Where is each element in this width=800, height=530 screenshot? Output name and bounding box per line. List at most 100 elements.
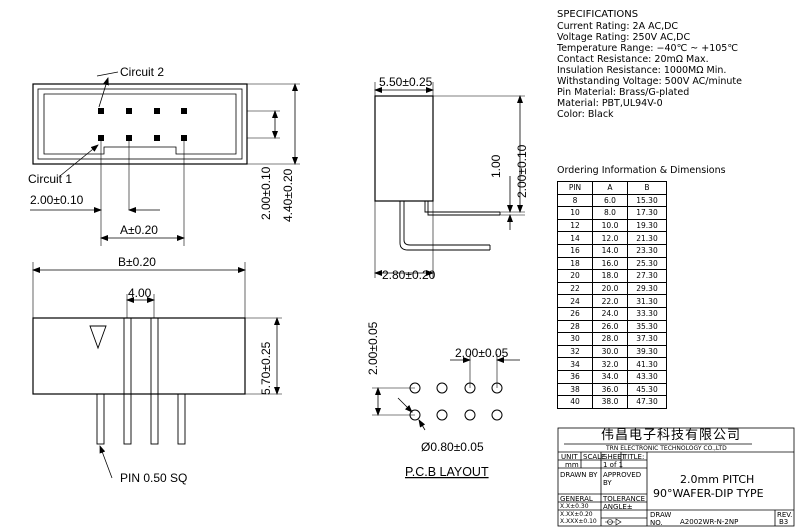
drawing-title-line-1: 2.0mm PITCH (680, 473, 755, 486)
table-cell: 10.0 (592, 218, 628, 233)
pcb-pitch-dimension: 2.00±0.05 (455, 346, 509, 360)
pcb-row-dimension: 2.00±0.05 (366, 321, 380, 375)
table-cell: 38.0 (592, 395, 628, 409)
ordering-title: Ordering Information & Dimensions (557, 165, 726, 176)
general-label: GENERAL (560, 495, 593, 503)
title-block-grid (557, 427, 795, 527)
table-cell: 29.30 (627, 281, 667, 296)
table-header-row: PIN A B (557, 181, 667, 195)
table-cell: 28.0 (592, 332, 628, 346)
table-cell: 15.30 (627, 193, 667, 208)
table-cell: 25.30 (627, 256, 667, 271)
top-view (30, 71, 300, 246)
circuit-2-label: Circuit 2 (120, 65, 164, 79)
table-cell: 40 (557, 395, 593, 409)
spec-line: Current Rating: 2A AC,DC (557, 21, 679, 32)
table-cell: 47.30 (627, 395, 667, 409)
table-cell: 34.0 (592, 369, 628, 384)
sheet-value: 1 of 1 (603, 461, 624, 469)
table-cell: 27.30 (627, 269, 667, 283)
table-cell: 24 (557, 294, 593, 308)
table-cell: 26.0 (592, 319, 628, 334)
table-cell: 14 (557, 231, 593, 245)
pcb-hole-dimension: Ø0.80±0.05 (421, 440, 484, 454)
pitch-dimension: 2.00±0.10 (30, 193, 84, 207)
specifications-block: SPECIFICATIONS Current Rating: 2A AC,DC … (557, 9, 742, 120)
table-cell: 20.0 (592, 281, 628, 296)
table-cell: 14.0 (592, 243, 628, 258)
front-view (32, 262, 282, 479)
unit-label: UNIT (561, 453, 578, 461)
table-cell: 21.30 (627, 231, 667, 245)
dimension-a: A±0.20 (120, 223, 158, 237)
table-cell: 16.0 (592, 256, 628, 271)
pcb-layout (372, 354, 520, 431)
table-cell: 18 (557, 256, 593, 271)
sheet-label: SHEET (603, 453, 626, 461)
spec-line: Voltage Rating: 250V AC,DC (557, 32, 691, 43)
table-cell: 26 (557, 306, 593, 321)
spec-line: Contact Resistance: 20mΩ Max. (557, 54, 709, 65)
table-cell: 17.30 (627, 206, 667, 220)
specifications-title: SPECIFICATIONS (557, 9, 639, 20)
dimension-b: B±0.20 (118, 255, 156, 269)
spec-line: Material: PBT,UL94V-0 (557, 98, 663, 109)
drawing-title-line-2: 90°WAFER-DIP TYPE (653, 487, 764, 500)
spec-line: Temperature Range: −40℃ ~ +105℃ (557, 43, 739, 54)
table-cell: 33.30 (627, 306, 667, 321)
spec-line: Withstanding Voltage: 500V AC/minute (557, 76, 743, 87)
tail-dimension: 2.80±0.20 (382, 268, 436, 282)
table-cell: 24.0 (592, 306, 628, 321)
table-cell: 8.0 (592, 206, 628, 220)
revision-value: B3 (779, 518, 789, 526)
col-header-b: B (627, 181, 667, 195)
table-cell: 12.0 (592, 231, 628, 245)
side-height-dimension: 2.00±0.10 (515, 144, 529, 198)
scale-label: SCALE (583, 453, 606, 461)
tolerance-3: X.XXX±0.10 (560, 518, 597, 525)
approved-by-label: APPROVED BY (603, 471, 642, 487)
draw-no-value: A2002WR-N-2NP (680, 518, 739, 526)
row-pitch-dimension: 2.00±0.10 (259, 166, 273, 220)
table-cell: 45.30 (627, 382, 667, 397)
drawn-by-label: DRAWN BY (560, 471, 598, 479)
table-cell: 32.0 (592, 357, 628, 371)
unit-value: mm (565, 461, 579, 469)
width-dimension: 4.40±0.20 (281, 168, 295, 222)
angle-label: ANGLE± (603, 503, 633, 511)
circuit-1-label: Circuit 1 (28, 172, 72, 186)
table-cell: 8 (557, 193, 593, 208)
tolerance-label: TOLERANCE (603, 495, 646, 503)
pin-offset-dimension: 1.00 (489, 154, 503, 178)
col-header-pin: PIN (557, 181, 593, 195)
table-cell: 32 (557, 344, 593, 359)
table-cell: 36.0 (592, 382, 628, 397)
spec-line: Insulation Resistance: 1000MΩ Min. (557, 65, 727, 76)
spec-line: Color: Black (557, 109, 614, 120)
table-cell: 12 (557, 218, 593, 233)
side-view (374, 82, 525, 278)
pcb-layout-title: P.C.B LAYOUT (405, 465, 489, 479)
table-cell: 30.0 (592, 344, 628, 359)
tolerance-2: X.XX±0.20 (560, 511, 593, 518)
table-cell: 35.30 (627, 319, 667, 334)
table-cell: 10 (557, 206, 593, 220)
title-label: TITLE: (623, 453, 645, 461)
table-cell: 19.30 (627, 218, 667, 233)
